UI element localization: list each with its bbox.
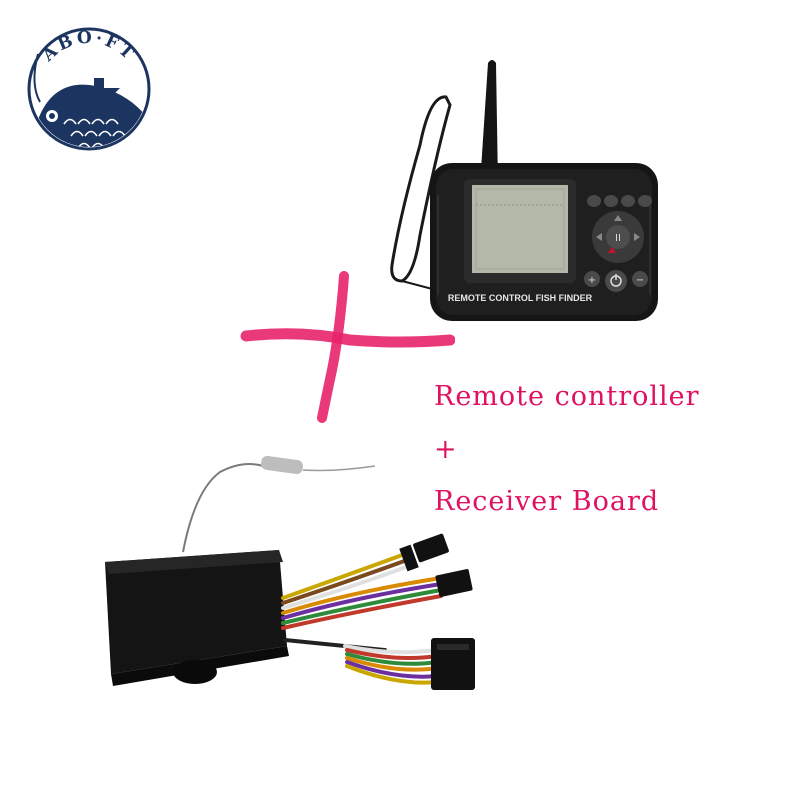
receiver-board-icon [105, 455, 475, 690]
caption-plus: + [434, 434, 458, 465]
plus-brush-icon [240, 271, 455, 423]
svg-text:II: II [615, 233, 621, 244]
svg-text:−: − [636, 275, 644, 286]
fish-finder-remote-icon: REMOTE CONTROL FISH FINDER II + − [390, 60, 658, 321]
svg-text:+: + [588, 275, 596, 286]
caption-remote-controller: Remote controller [434, 381, 700, 412]
caption-receiver-board: Receiver Board [434, 486, 660, 517]
remote-label: REMOTE CONTROL FISH FINDER [448, 293, 593, 303]
fish-logo-icon: ABO·FT [27, 27, 151, 151]
